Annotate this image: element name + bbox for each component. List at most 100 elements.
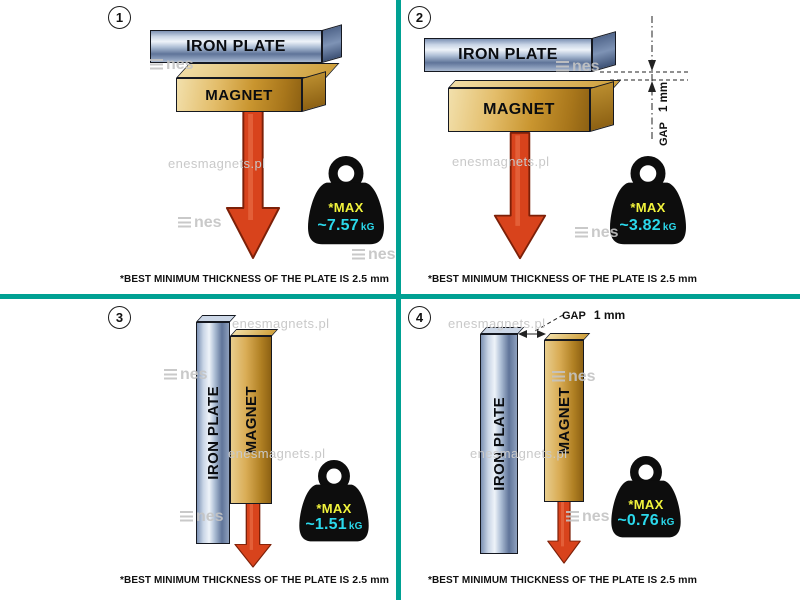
down-arrow-icon [234,500,272,568]
watermark-site: enesmagnets.pl [228,446,326,461]
gap-dimension-lines [600,16,688,140]
iron-plate-top-face [196,315,237,322]
vertical-divider [396,0,401,600]
footnote-text: *BEST MINIMUM THICKNESS OF THE PLATE IS [120,274,350,285]
enes-logo: nes [556,58,600,76]
enes-logo-bars [566,510,579,524]
value-number: ~3.82 [619,216,661,234]
max-label: *MAX [316,500,352,516]
max-label: *MAX [630,200,666,216]
footnote-text: *BEST MINIMUM THICKNESS OF THE PLATE IS [427,575,658,586]
magnet: MAGNET [544,340,584,502]
iron-plate: IRON PLATE [196,322,230,544]
enes-logo-text: nes [196,508,224,525]
enes-logo: nes [180,508,224,526]
panel-2: 2 IRON PLATE MAGNET GAP 1 mm [400,0,800,294]
enes-logo-bars [352,248,365,262]
enes-logo-bars [178,216,191,230]
enes-logo: nes [552,368,596,386]
footnote-text: *BEST MINIMUM THICKNESS OF THE PLATE IS [427,274,658,285]
magnet-side-face [302,71,326,112]
value-number: ~0.76 [617,512,659,529]
footnote-bold: 2.5 mm [352,273,390,285]
max-label: *MAX [328,200,364,216]
enes-logo-text: nes [180,366,208,383]
horizontal-divider [0,294,800,299]
panel-number-badge: 1 [108,6,131,29]
enes-logo: nes [164,366,208,384]
down-arrow-icon [547,498,581,564]
watermark-site: enesmagnets.pl [168,156,266,171]
enes-logo-bars [164,368,177,382]
gap-value-text: 1 mm [593,308,626,322]
gap-label-text: GAP [658,122,670,146]
iron-plate: IRON PLATE [480,334,518,554]
value-number: ~7.57 [317,216,359,234]
enes-logo-text: nes [166,56,194,73]
magnet-label: MAGNET [242,386,260,454]
magnet-label: MAGNET [555,387,573,455]
enes-logo: nes [150,56,194,74]
watermark-site: enesmagnets.pl [448,316,546,331]
magnet-label: MAGNET [205,86,273,104]
iron-plate-label: IRON PLATE [490,397,508,491]
magnet-label: MAGNET [483,101,555,118]
gap-label: GAP 1 mm [562,308,625,322]
value-unit: kG [360,221,375,233]
iron-plate-side-face [322,24,342,64]
watermark-site: enesmagnets.pl [452,154,550,169]
footnote-bold: 2.5 mm [352,574,390,586]
gap-label: GAP 1 mm [658,46,670,146]
enes-logo-bars [180,510,193,524]
enes-logo-bars [552,370,565,384]
footnote-bold: 2.5 mm [660,574,698,586]
footnote-bold: 2.5 mm [660,273,698,285]
enes-logo-text: nes [194,214,222,231]
enes-logo-bars [575,226,588,240]
iron-plate-label: IRON PLATE [186,37,286,55]
iron-plate-label: IRON PLATE [458,46,558,63]
value-unit: kG [662,221,677,233]
value-unit: kG [660,517,675,528]
panel-number-badge: 4 [408,306,431,329]
gap-value-text: 1 mm [658,82,670,113]
enes-logo-text: nes [572,58,600,75]
value-unit: kG [348,521,363,532]
max-label: *MAX [628,496,664,512]
gap-dimension-lines [518,314,564,338]
magnet: MAGNET [448,88,590,132]
enes-logo-bars [150,58,163,72]
panel-number-badge: 3 [108,306,131,329]
enes-logo: nes [178,214,222,232]
enes-logo: nes [566,508,610,526]
iron-plate: IRON PLATE [150,30,322,63]
enes-logo-text: nes [591,224,619,241]
enes-logo-text: nes [582,508,610,525]
enes-logo-bars [556,60,569,74]
enes-logo-text: nes [568,368,596,385]
gap-label-text: GAP [562,310,586,322]
magnet: MAGNET [176,78,302,112]
watermark-site: enesmagnets.pl [470,446,568,461]
watermark-site: enesmagnets.pl [232,316,330,331]
footnote-text: *BEST MINIMUM THICKNESS OF THE PLATE IS [120,575,350,586]
iron-plate-label: IRON PLATE [204,386,222,480]
panel-number-badge: 2 [408,6,431,29]
panel-4: 4 GAP 1 mm IRON PLATE MAGNET *MAX [400,300,800,600]
down-arrow-icon [493,132,547,260]
enes-logo-text: nes [368,246,396,263]
